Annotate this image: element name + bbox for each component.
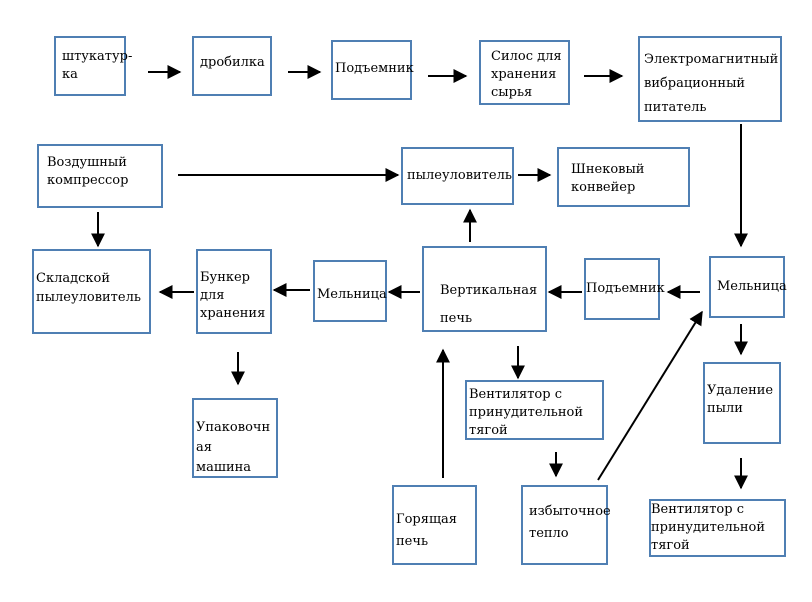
elevator-box: Подъемник (331, 40, 414, 100)
plaster-box: штукатур- ка (54, 36, 132, 96)
screw-conveyor-box: Шнековый конвейер (557, 147, 690, 207)
warehouse-dust-collector-box: Складской пылеуловитель (32, 249, 151, 334)
packing-machine-box: Упаковочн ая машина (192, 398, 278, 478)
silo-box: Силос для хранения сырья (479, 40, 570, 105)
feeder-box: Электромагнитный вибрационный питатель (638, 36, 782, 122)
compressor-box: Воздушный компрессор (37, 144, 163, 208)
vertical-furnace-box: Вертикальная печь (422, 246, 547, 332)
storage-bunker-box: Бункер для хранения (196, 249, 272, 334)
fan-box-2: Вентилятор с принудительной тягой (649, 499, 786, 557)
fan-box-1: Вентилятор с принудительной тягой (465, 380, 604, 440)
crusher-box: дробилка (192, 36, 272, 96)
dust-removal-box: Удаление пыли (703, 362, 781, 444)
hot-furnace-box: Горящая печь (392, 485, 477, 565)
mill-box-1: Мельница (709, 256, 787, 318)
dust-collector-box: пылеуловитель (401, 147, 514, 205)
elevator-box-2: Подъемник (584, 258, 665, 320)
mill-box-2: Мельница (313, 260, 387, 322)
excess-heat-box: избыточное тепло (521, 485, 611, 565)
arrow-excess-heat-to-mill (597, 310, 703, 481)
